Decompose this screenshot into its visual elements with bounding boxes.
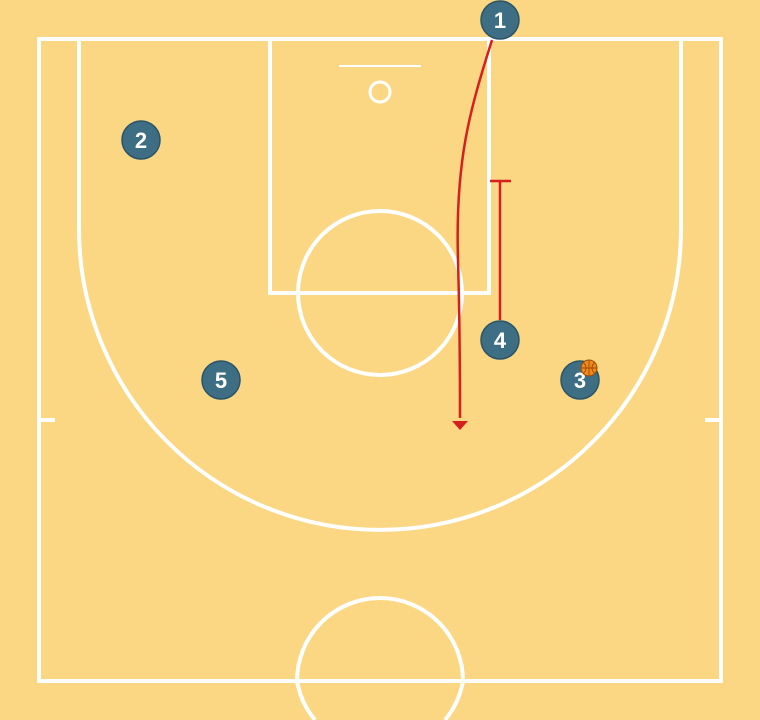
court-lines bbox=[37, 37, 723, 720]
free-throw-circle bbox=[296, 209, 464, 377]
player-2-marker bbox=[121, 120, 161, 160]
player-5-marker bbox=[201, 360, 241, 400]
paint-lane bbox=[268, 37, 491, 295]
player-1-label: 1 bbox=[494, 8, 506, 33]
player-4[interactable]: 4 bbox=[480, 320, 520, 360]
cut-arrowhead-icon bbox=[452, 421, 468, 430]
center-circle bbox=[295, 596, 465, 682]
player-1-marker bbox=[480, 0, 520, 40]
basketball-icon bbox=[580, 359, 598, 377]
player-5[interactable]: 5 bbox=[201, 360, 241, 400]
player-4-marker bbox=[480, 320, 520, 360]
player-1[interactable]: 1 bbox=[480, 0, 520, 40]
play-actions bbox=[452, 39, 511, 430]
cut-path-player-1 bbox=[456, 39, 494, 419]
player-5-label: 5 bbox=[215, 368, 227, 393]
three-point-line bbox=[77, 39, 683, 532]
player-3[interactable]: 3 bbox=[560, 359, 600, 400]
player-2[interactable]: 2 bbox=[121, 120, 161, 160]
center-circle-lower bbox=[295, 680, 317, 720]
center-circle-lower-right bbox=[443, 680, 465, 720]
player-3-label: 3 bbox=[574, 368, 586, 393]
player-4-label: 4 bbox=[494, 328, 507, 353]
player-2-label: 2 bbox=[135, 128, 147, 153]
rim bbox=[368, 80, 392, 104]
players: 1 2 4 5 3 bbox=[121, 0, 600, 400]
